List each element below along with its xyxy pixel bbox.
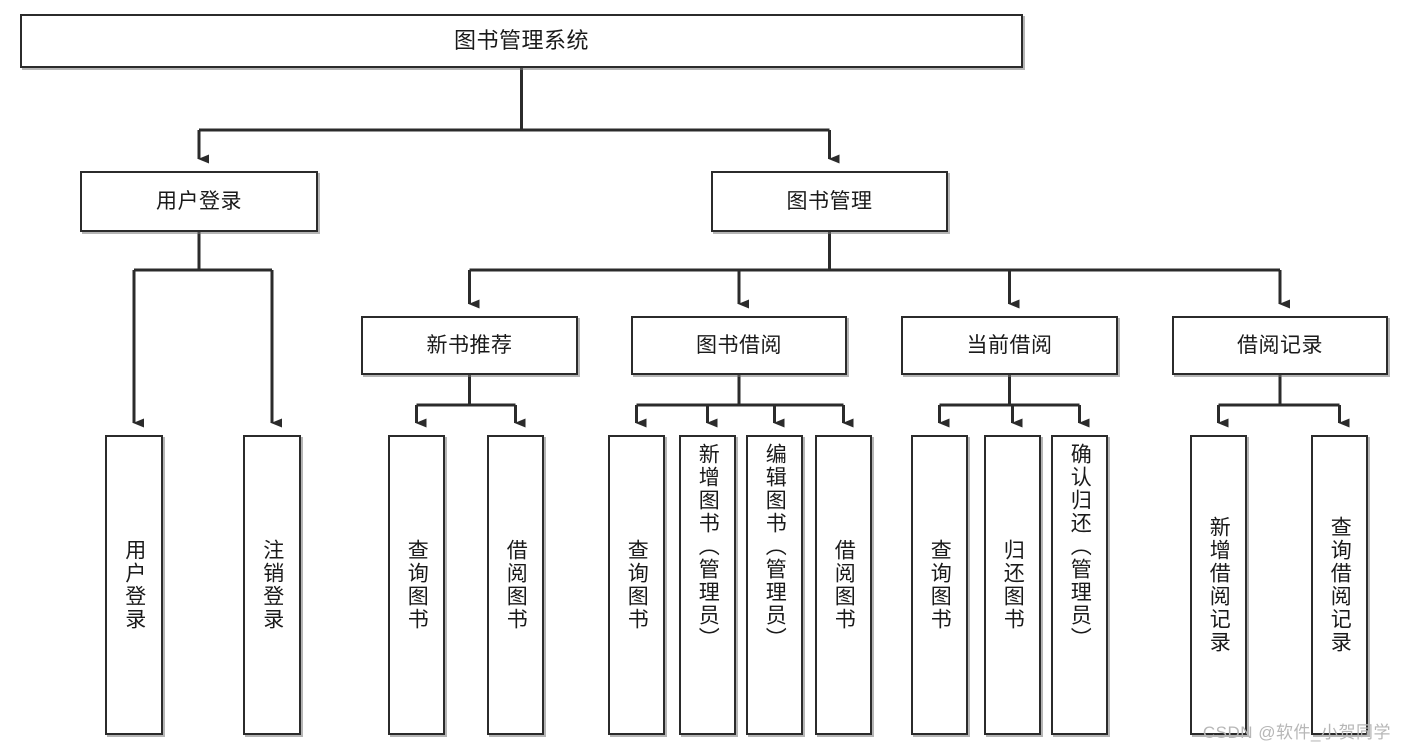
node-label: 查询借阅记录 — [1328, 516, 1352, 654]
node-label: 查询图书 — [405, 539, 429, 631]
node-label: 图书借阅 — [696, 333, 782, 357]
leaf-logout[interactable]: 注销登录 — [243, 435, 301, 735]
watermark: CSDN @软件_小贺同学 — [1202, 723, 1391, 742]
node-root[interactable]: 图书管理系统 — [20, 14, 1023, 68]
node-current-borrow[interactable]: 当前借阅 — [901, 316, 1118, 375]
node-label: 用户登录 — [156, 189, 242, 213]
leaf-query-book-current[interactable]: 查询图书 — [911, 435, 968, 735]
leaf-borrow-book-borrow[interactable]: 借阅图书 — [815, 435, 872, 735]
node-label: 归还图书 — [1001, 539, 1025, 631]
node-borrow-record[interactable]: 借阅记录 — [1172, 316, 1388, 375]
leaf-query-book-borrow[interactable]: 查询图书 — [608, 435, 665, 735]
node-label: 当前借阅 — [966, 333, 1053, 357]
leaf-user-login[interactable]: 用户登录 — [105, 435, 163, 735]
node-label: 新增图书（管理员） — [696, 443, 720, 650]
node-label: 借阅记录 — [1237, 333, 1323, 357]
node-label: 查询图书 — [928, 539, 952, 631]
leaf-confirm-return-admin[interactable]: 确认归还（管理员） — [1051, 435, 1108, 735]
node-new-book-recommend[interactable]: 新书推荐 — [361, 316, 578, 375]
node-label: 新增借阅记录 — [1207, 516, 1231, 654]
node-label: 注销登录 — [260, 539, 284, 631]
leaf-edit-book-admin[interactable]: 编辑图书（管理员） — [746, 435, 803, 735]
node-book-manage[interactable]: 图书管理 — [711, 171, 948, 232]
node-label: 新书推荐 — [426, 333, 513, 357]
leaf-query-borrow-record[interactable]: 查询借阅记录 — [1311, 435, 1368, 735]
node-label: 查询图书 — [625, 539, 649, 631]
leaf-add-borrow-record[interactable]: 新增借阅记录 — [1190, 435, 1247, 735]
leaf-return-book[interactable]: 归还图书 — [984, 435, 1041, 735]
node-label: 编辑图书（管理员） — [763, 443, 787, 650]
node-label: 借阅图书 — [832, 539, 856, 631]
node-book-borrow[interactable]: 图书借阅 — [631, 316, 847, 375]
leaf-add-book-admin[interactable]: 新增图书（管理员） — [679, 435, 736, 735]
node-user-login[interactable]: 用户登录 — [80, 171, 318, 232]
node-label: 图书管理系统 — [453, 27, 589, 53]
leaf-borrow-book-recommend[interactable]: 借阅图书 — [487, 435, 544, 735]
node-label: 借阅图书 — [504, 539, 528, 631]
node-label: 图书管理 — [786, 189, 873, 213]
leaf-query-book-recommend[interactable]: 查询图书 — [388, 435, 445, 735]
node-label: 确认归还（管理员） — [1068, 443, 1092, 650]
node-label: 用户登录 — [122, 539, 146, 631]
